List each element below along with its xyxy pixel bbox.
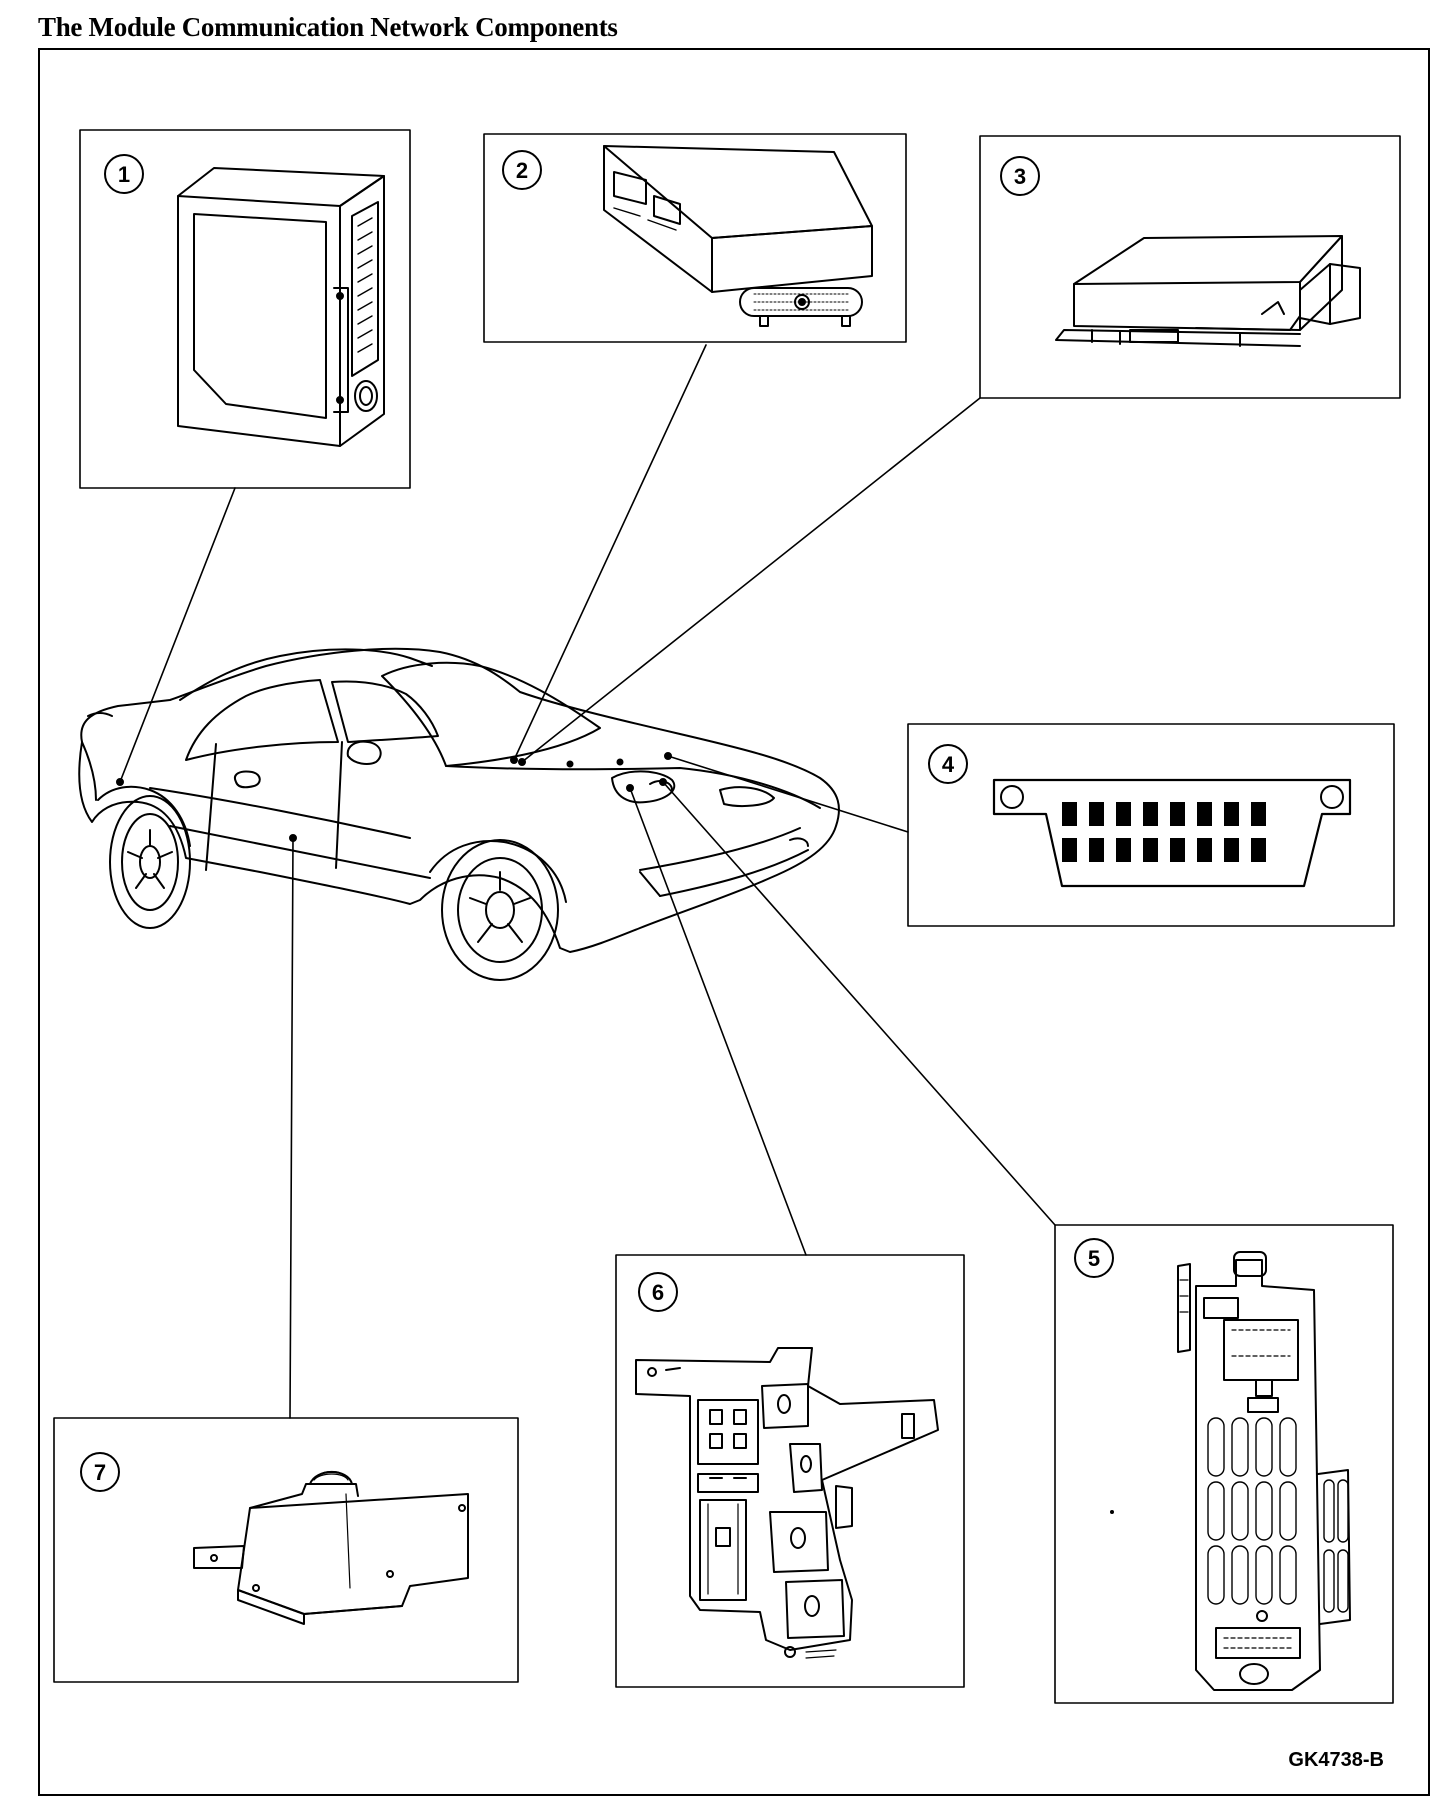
circuit-module-icon — [193, 1470, 469, 1625]
leader-lines — [119, 344, 1056, 1419]
component-box-2: 2 — [483, 133, 907, 343]
component-box-3: 3 — [979, 135, 1401, 399]
leader-line-5 — [662, 781, 1056, 1226]
leader-line-7 — [289, 837, 294, 1419]
leader-line-3 — [521, 397, 981, 763]
component-box-6: 6 — [615, 1254, 965, 1688]
module-with-connector-icon — [1055, 235, 1361, 347]
component-box-1: 1 — [79, 129, 411, 489]
callout-3: 3 — [1014, 164, 1026, 189]
flat-module-icon — [603, 145, 873, 327]
leader-line-2 — [513, 344, 707, 761]
figure-code: GK4738-B — [1288, 1749, 1384, 1771]
component-box-7: 7 — [53, 1417, 519, 1683]
component-box-4: 4 — [907, 723, 1395, 927]
leader-line-4 — [667, 755, 909, 833]
leader-line-6 — [629, 787, 807, 1256]
callout-1: 1 — [118, 162, 130, 187]
callout-2: 2 — [516, 158, 528, 183]
callout-5: 5 — [1088, 1246, 1100, 1271]
relay-bracket-icon — [635, 1347, 939, 1659]
diagram-title: The Module Communication Network Compone… — [38, 12, 618, 42]
leader-line-1 — [119, 487, 236, 783]
diagram-frame: GK4738-B — [38, 48, 1430, 1796]
callout-4: 4 — [942, 752, 955, 777]
component-box-5: 5 — [1054, 1224, 1394, 1704]
module-box-icon — [177, 167, 385, 447]
car-outline-icon — [78, 647, 840, 981]
callout-7: 7 — [94, 1460, 106, 1485]
callout-6: 6 — [652, 1280, 664, 1305]
fuse-junction-panel-icon — [1110, 1251, 1351, 1691]
data-link-connector-icon — [992, 778, 1352, 888]
